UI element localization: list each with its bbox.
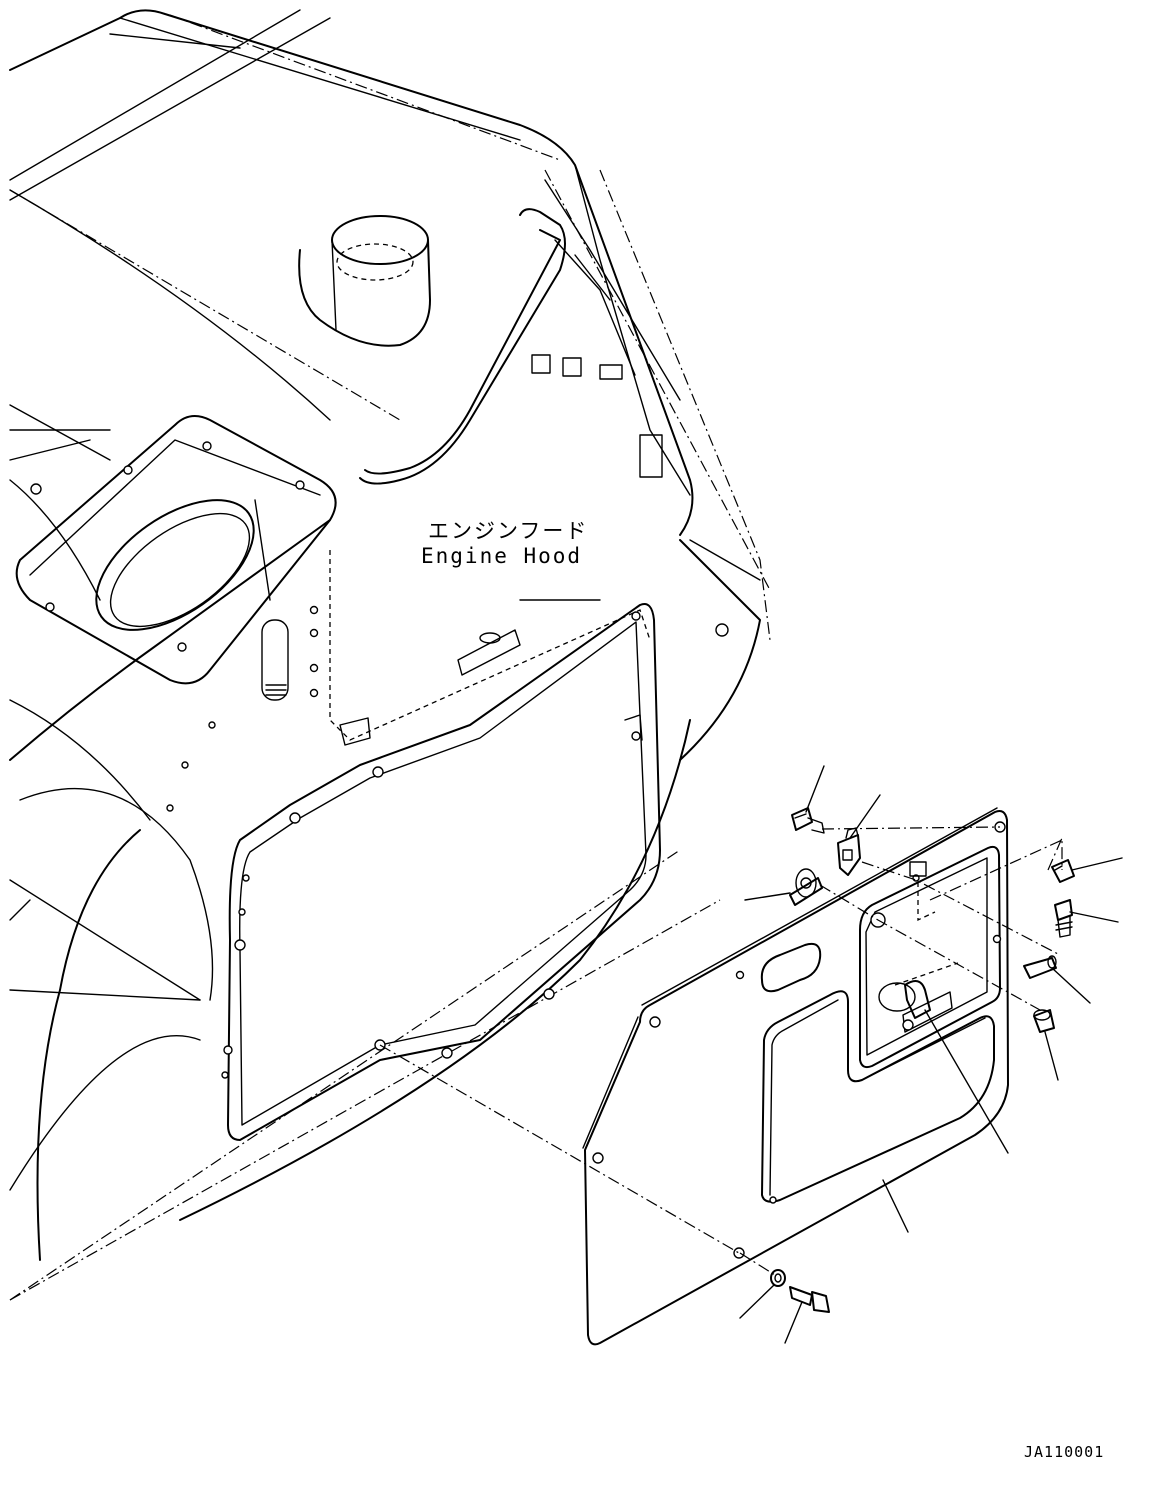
part-name-en-label: Engine Hood: [421, 544, 582, 568]
assembly-lines: [379, 826, 1063, 1276]
fastener-pin-right: [1023, 955, 1057, 979]
fastener-bolt-bottom: [789, 1286, 830, 1313]
fastener-bolt-top: [791, 807, 825, 834]
fastener-bushing-right: [1033, 1009, 1055, 1033]
fastener-nut-left: [789, 868, 823, 906]
access-cover-plate: [582, 807, 1009, 1346]
fastener-clip-right: [1051, 859, 1075, 883]
part-name-ja-label: エンジンフード: [428, 519, 588, 543]
drawing-code: JA110001: [1024, 1443, 1104, 1461]
fastener-washer-bottom: [770, 1269, 786, 1287]
fastener-screw-right: [1054, 899, 1073, 938]
engine-hood-body: [9, 9, 771, 1301]
leader-lines: [739, 765, 1123, 1344]
fastener-latch-clip: [837, 827, 861, 876]
